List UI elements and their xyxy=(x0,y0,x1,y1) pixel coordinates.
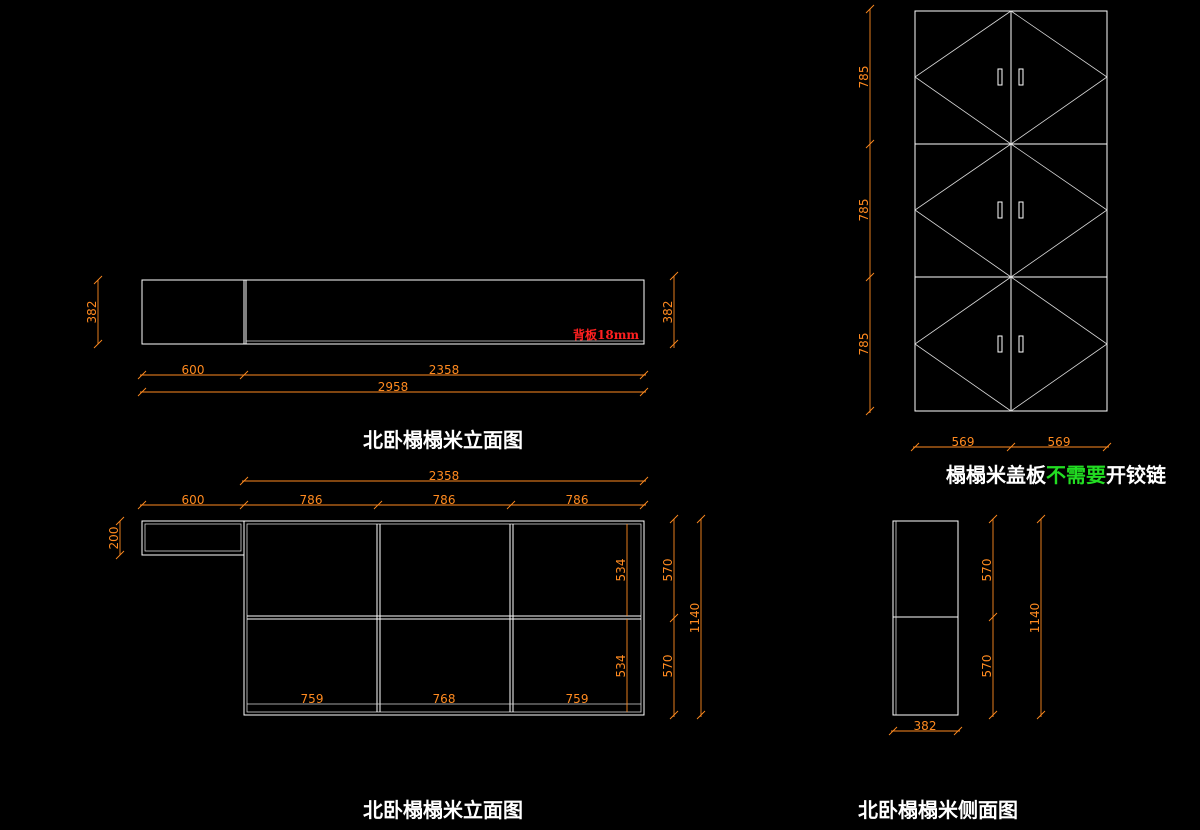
bottom-elev-bay2: 786 xyxy=(433,493,456,507)
top-elev-right-width: 2358 xyxy=(429,363,460,377)
handle-icon xyxy=(1018,201,1024,219)
handle-icon xyxy=(1018,68,1024,86)
side-row-height-bottom: 570 xyxy=(980,655,994,678)
bottom-elev-left-width: 600 xyxy=(182,493,205,507)
side-view-drawing: 570 570 1140 382 北卧榻榻米侧面图 xyxy=(858,514,1046,822)
row-height-bottom: 570 xyxy=(661,655,675,678)
row-height-top: 570 xyxy=(661,559,675,582)
base-width-2: 768 xyxy=(433,692,456,706)
lid-note: 榻榻米盖板不需要开铰链 xyxy=(946,463,1167,487)
bottom-elev-bay1: 786 xyxy=(300,493,323,507)
top-elevation-title: 北卧榻榻米立面图 xyxy=(363,428,523,452)
handle-icon xyxy=(1018,335,1024,353)
handle-icon xyxy=(997,68,1003,86)
base-width-1: 759 xyxy=(301,692,324,706)
lid-width-2: 569 xyxy=(1048,435,1071,449)
bottom-elevation-drawing: 2358 600 786 786 786 200 534 xyxy=(107,469,706,822)
base-width-3: 759 xyxy=(566,692,589,706)
handle-icon xyxy=(997,201,1003,219)
side-row-height-top: 570 xyxy=(980,559,994,582)
inner-height-top: 534 xyxy=(614,559,628,582)
handle-icon xyxy=(997,335,1003,353)
lid-height-3: 785 xyxy=(857,333,871,356)
inner-height-bottom: 534 xyxy=(614,655,628,678)
lid-plan-drawing: 785 785 785 569 569 榻榻米盖板不需要开铰链 xyxy=(857,4,1167,487)
bottom-elevation-title: 北卧榻榻米立面图 xyxy=(363,798,523,822)
top-elev-height-right: 382 xyxy=(661,301,675,324)
top-elev-height-left: 382 xyxy=(85,301,99,324)
side-depth: 382 xyxy=(914,719,937,733)
top-elevation-drawing: 背板18mm 382 382 600 2358 2958 北卧榻榻米立面图 xyxy=(85,271,679,452)
lid-width-1: 569 xyxy=(952,435,975,449)
side-view-title: 北卧榻榻米侧面图 xyxy=(858,798,1018,822)
top-elev-total-width: 2958 xyxy=(378,380,409,394)
lid-height-1: 785 xyxy=(857,66,871,89)
total-height: 1140 xyxy=(688,603,702,634)
back-panel-note: 背板18mm xyxy=(573,327,639,342)
side-view-outline xyxy=(892,520,959,716)
bottom-elev-bay3: 786 xyxy=(566,493,589,507)
top-elev-left-width: 600 xyxy=(182,363,205,377)
left-shelf-box xyxy=(141,520,245,556)
left-shelf-height: 200 xyxy=(107,527,121,550)
bottom-elev-overall-width: 2358 xyxy=(429,469,460,483)
top-elevation-outline xyxy=(141,279,645,345)
lid-height-2: 785 xyxy=(857,199,871,222)
main-cabinet-outline xyxy=(243,520,645,716)
side-total-height: 1140 xyxy=(1028,603,1042,634)
